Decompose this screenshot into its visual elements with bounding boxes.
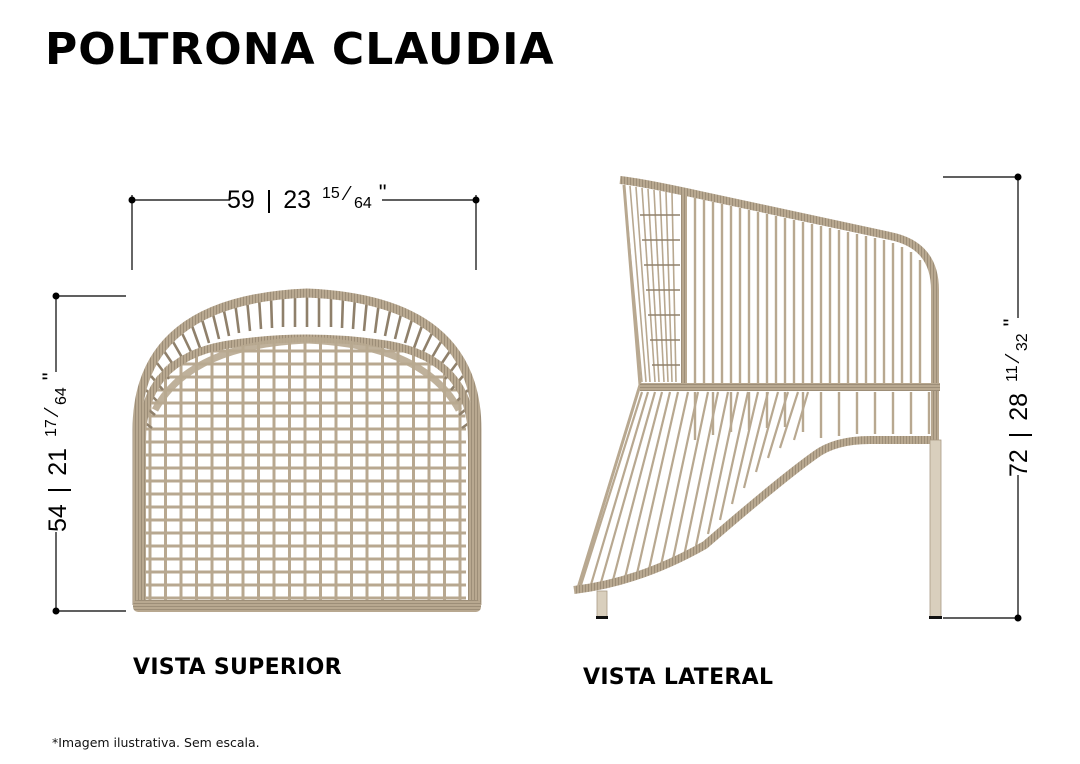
depth-dimension: 54 | 21 17 ⁄ 64 " xyxy=(34,292,126,615)
back-lattice-cross xyxy=(640,214,680,366)
side-view-drawing xyxy=(573,176,942,619)
width-dimension: 59 | 23 15 ⁄ 64 " xyxy=(128,176,480,270)
side-lower-spokes xyxy=(578,391,810,589)
lower-curve-rope xyxy=(573,436,938,594)
footnote: *Imagem ilustrativa. Sem escala. xyxy=(52,735,260,750)
width-in-whole: 23 xyxy=(283,186,311,214)
width-cm: 59 xyxy=(227,186,255,214)
svg-text:72 | 28 11: 72 | 28 11 ⁄ 32 " xyxy=(995,319,1033,477)
backrest-spokes xyxy=(140,295,474,430)
seat-outer-rope xyxy=(132,288,482,605)
side-upper-spokes xyxy=(693,198,922,385)
front-leg xyxy=(596,590,608,618)
svg-text:54 | 21 17: 54 | 21 17 ⁄ 64 " xyxy=(34,372,72,532)
seat-weave-grid xyxy=(142,337,466,605)
height-cm: 72 xyxy=(1005,449,1033,477)
page-title: POLTRONA CLAUDIA xyxy=(45,24,555,75)
svg-text:59 | 23 15: 59 | 23 15 ⁄ 64 " xyxy=(227,176,387,214)
side-view-label: VISTA LATERAL xyxy=(583,665,774,690)
top-view-label: VISTA SUPERIOR xyxy=(133,655,342,680)
height-dimension: 72 | 28 11 ⁄ 32 " xyxy=(943,173,1033,622)
front-rail xyxy=(133,600,481,612)
rear-leg xyxy=(929,439,942,618)
depth-cm: 54 xyxy=(44,504,72,532)
arm-rope xyxy=(619,176,939,440)
top-view-drawing xyxy=(132,288,482,612)
